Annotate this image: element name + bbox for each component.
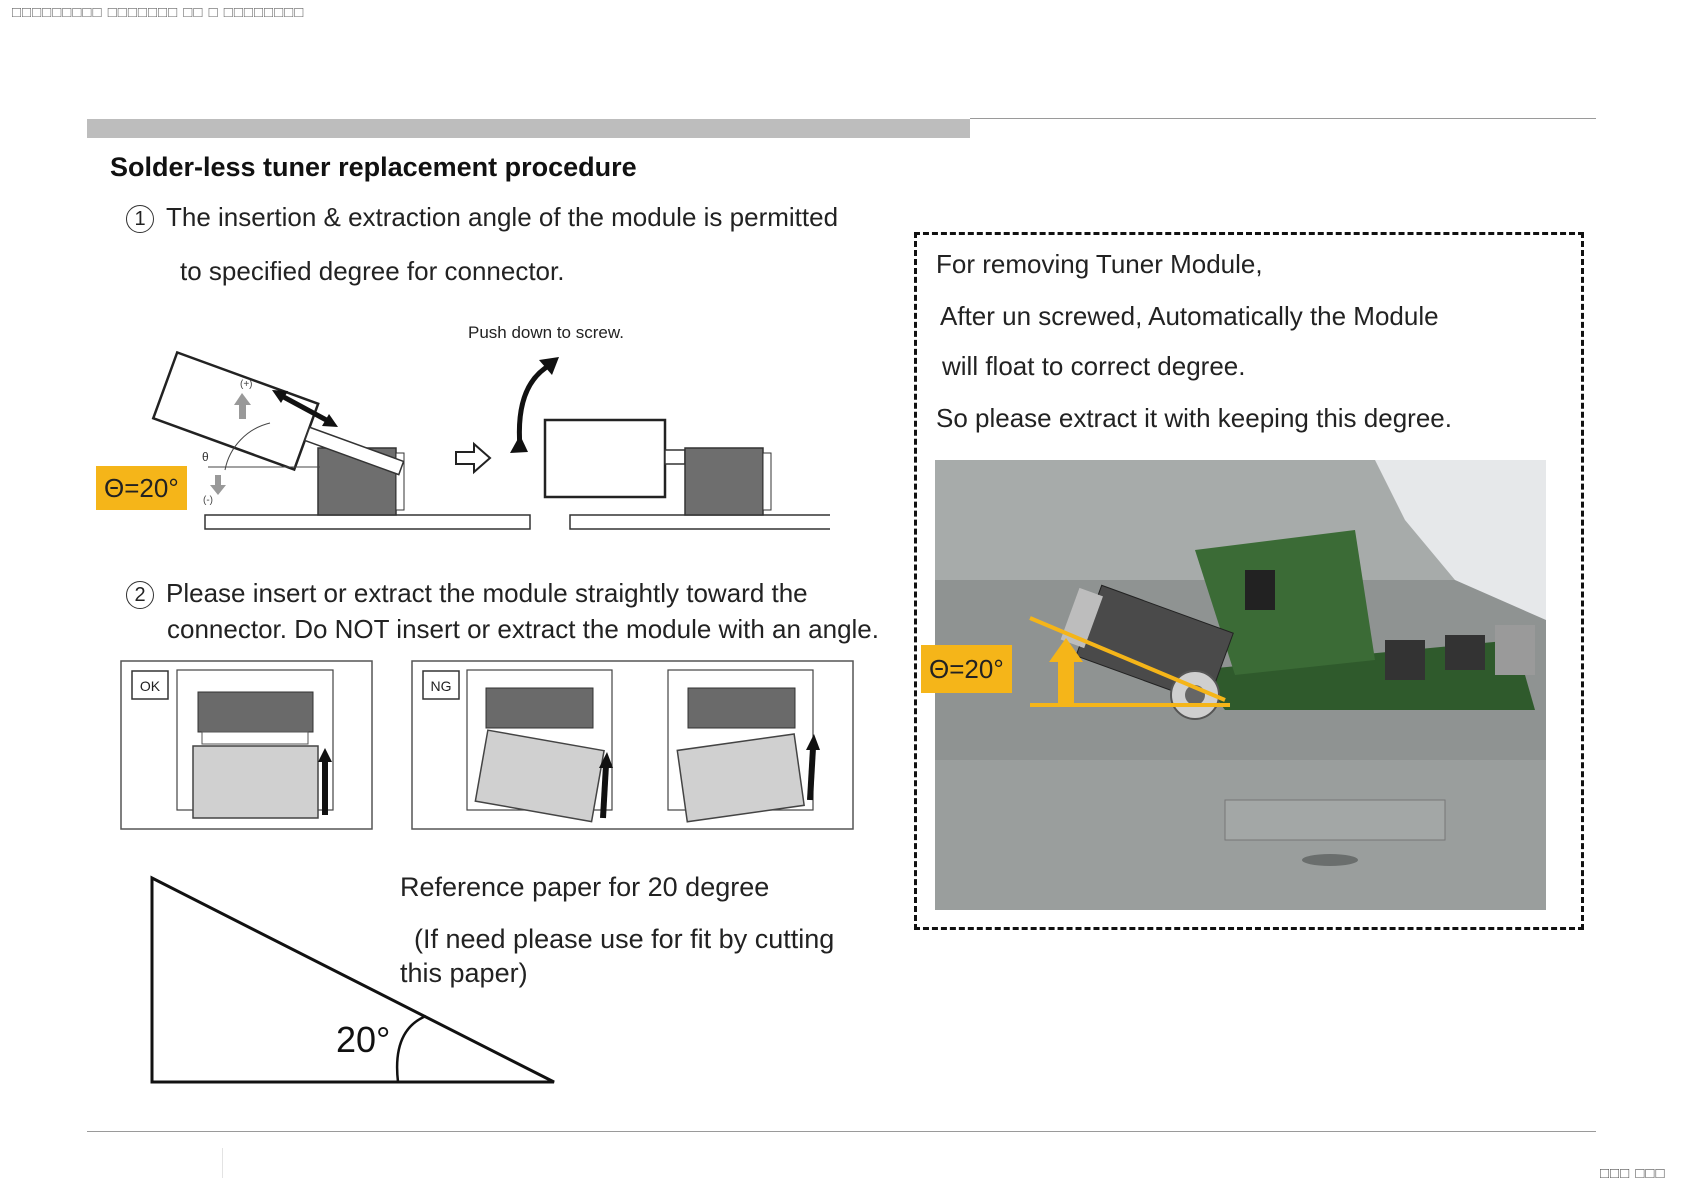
step1-line1: 1 The insertion & extraction angle of the…	[126, 202, 839, 234]
footer-page-note: □□□ □□□	[1600, 1165, 1666, 1182]
step2-line2: connector. Do NOT insert or extract the …	[167, 614, 879, 644]
ok-connector	[197, 691, 314, 733]
reference-line2: (If need please use for fit by cutting	[414, 924, 835, 954]
right-base-plate	[569, 514, 830, 530]
paper-sheet	[1375, 460, 1546, 620]
ng-connector-left	[485, 687, 594, 729]
triangle-shape	[150, 875, 555, 1084]
angle-insertion-diagram: Push down to screw. (+) θ (-)	[151, 323, 830, 530]
ng-module-left	[474, 729, 605, 823]
seated-module	[543, 418, 667, 499]
photo-illustration	[935, 460, 1546, 910]
plus-label: (+)	[240, 379, 253, 390]
step2-number: 2	[126, 581, 154, 610]
ng-module-right	[676, 733, 805, 823]
reference-line1: Reference paper for 20 degree	[400, 872, 770, 902]
step2-text1: Please insert or extract the module stra…	[166, 578, 808, 608]
angle-line	[1029, 616, 1226, 702]
removal-line4: So please extract it with keeping this d…	[936, 403, 1452, 433]
removal-line2: After un screwed, Automatically the Modu…	[940, 301, 1439, 331]
tilted-module	[151, 350, 405, 476]
footer-rule	[87, 1131, 1596, 1132]
ng-up-arrow-left	[599, 752, 613, 768]
step1-number: 1	[126, 205, 154, 234]
removal-line1: For removing Tuner Module,	[936, 249, 1263, 279]
grey-down-arrow	[210, 475, 226, 495]
ng-up-arrow-right	[806, 734, 820, 750]
title-rule	[87, 119, 970, 138]
ok-ng-diagram: OK NG	[120, 660, 854, 830]
ok-label: OK	[140, 678, 161, 694]
ng-label: NG	[431, 678, 452, 694]
photo-up-arrow	[1049, 638, 1083, 662]
minus-label: (-)	[203, 495, 213, 506]
theta-label: θ	[202, 450, 209, 464]
step1-text1: The insertion & extraction angle of the …	[166, 202, 839, 232]
photo-angle-badge: Θ=20°	[921, 645, 1012, 693]
left-base-plate	[204, 514, 531, 530]
step1-line2: to specified degree for connector.	[180, 256, 565, 286]
step2-line1: 2 Please insert or extract the module str…	[126, 578, 808, 610]
removal-line3: will float to correct degree.	[942, 351, 1246, 381]
ng-connector-right	[687, 687, 796, 729]
header-note: □□□□□□□□□ □□□□□□□ □□ □ □□□□□□□□	[12, 4, 305, 21]
ok-module	[192, 745, 319, 819]
grey-up-arrow	[234, 393, 251, 419]
triangle-angle-label: 20°	[336, 1019, 390, 1060]
double-arrow	[278, 392, 332, 425]
reference-triangle: 20°	[150, 875, 555, 1084]
angle-arc	[395, 1014, 427, 1083]
title-rule-thin	[970, 118, 1596, 119]
ok-up-arrow	[318, 748, 332, 762]
page-title: Solder-less tuner replacement procedure	[110, 152, 637, 182]
curved-arrow	[516, 362, 552, 448]
reference-line3: this paper)	[400, 958, 528, 988]
angle-badge: Θ=20°	[96, 466, 187, 510]
right-connector	[684, 447, 764, 516]
footer-logo	[72, 1148, 312, 1178]
next-step-arrow	[455, 441, 492, 475]
push-down-label: Push down to screw.	[468, 323, 624, 342]
removal-info-box	[914, 232, 1584, 930]
tuner-module-photo	[935, 460, 1546, 910]
